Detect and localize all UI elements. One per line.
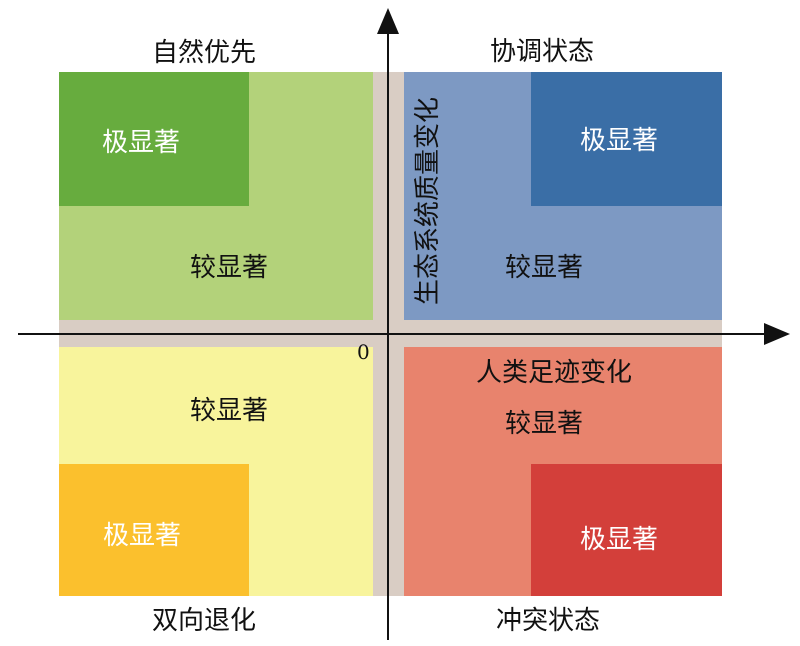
bottom-left-inner-rect — [59, 464, 249, 596]
top-right-outer-label: 较显著 — [505, 253, 584, 283]
top-left-outer-label: 较显著 — [190, 253, 269, 283]
bottom-left-outer-label: 较显著 — [190, 396, 269, 426]
bottom-right-outer-label: 较显著 — [505, 409, 584, 439]
origin-label: 0 — [357, 340, 370, 364]
top-left-inner-label: 极显著 — [102, 128, 181, 158]
y-axis-label: 生态系统质量变化 — [413, 96, 443, 306]
y-axis-arrow-icon — [377, 8, 399, 34]
bottom-right-inner-label: 极显著 — [580, 525, 659, 555]
top-left-title: 自然优先 — [152, 38, 257, 68]
bottom-left-inner-label: 极显著 — [103, 521, 182, 551]
bottom-right-inner-rect — [531, 464, 722, 596]
top-right-title: 协调状态 — [490, 37, 595, 67]
top-right-inner-label: 极显著 — [580, 126, 659, 156]
bottom-right-title: 冲突状态 — [496, 606, 601, 636]
top-left-inner-rect — [59, 72, 249, 206]
top-right-inner-rect — [531, 72, 722, 206]
x-axis-arrow-icon — [764, 323, 790, 345]
x-axis-label: 人类足迹变化 — [476, 358, 633, 388]
bottom-left-title: 双向退化 — [152, 606, 257, 636]
